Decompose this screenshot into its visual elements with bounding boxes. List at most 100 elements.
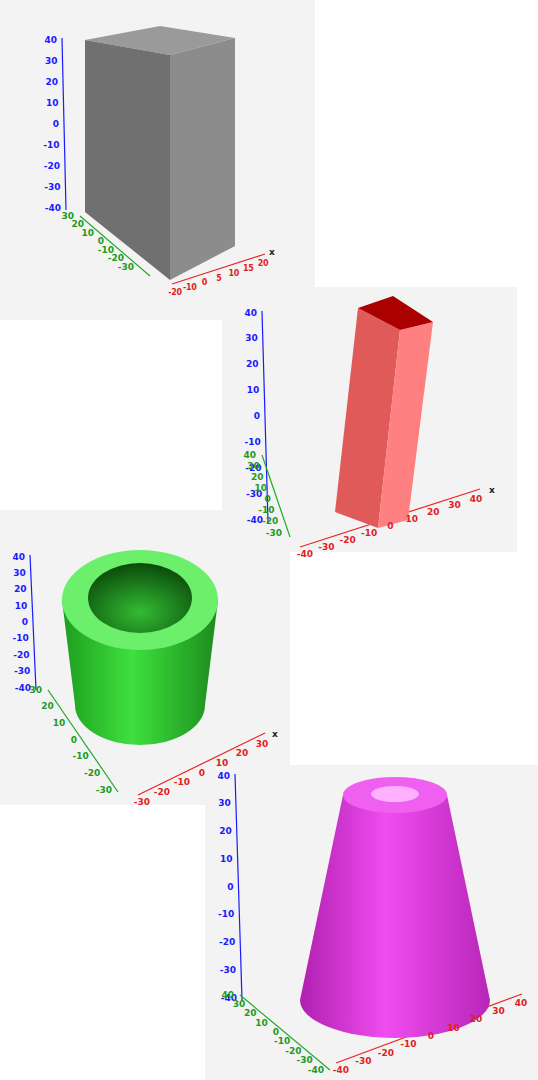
- z-tick-label: 20: [45, 78, 58, 87]
- y-tick-label: 0: [71, 736, 77, 745]
- x-tick-label: 30: [492, 1007, 505, 1016]
- x-tick-label: -10: [400, 1040, 416, 1049]
- box-left: [85, 40, 170, 280]
- z-tick-label: 30: [45, 57, 58, 66]
- cone-hole: [371, 786, 419, 802]
- x-tick-label: -20: [378, 1049, 394, 1058]
- x-tick-label: 30: [448, 501, 461, 510]
- x-tick-label: -30: [134, 798, 150, 807]
- x-tick-label: -30: [318, 543, 334, 552]
- z-tick-label: 30: [245, 334, 258, 343]
- z-tick-label: -10: [244, 438, 260, 447]
- z-tick-label: 40: [44, 36, 57, 45]
- z-tick-label: 20: [246, 360, 259, 369]
- y-tick-label: -10: [72, 752, 88, 761]
- y-tick-label: 20: [251, 473, 264, 482]
- z-tick-label: 20: [14, 585, 27, 594]
- z-tick-label: 40: [217, 772, 230, 781]
- z-tick-label: -20: [44, 162, 60, 171]
- y-tick-label: 10: [81, 229, 94, 238]
- z-tick-label: -10: [218, 910, 234, 919]
- bar-front: [378, 322, 433, 528]
- x-tick-label: 40: [470, 495, 483, 504]
- x-tick-label: 0: [199, 769, 205, 778]
- z-tick-label: -10: [43, 141, 59, 150]
- z-tick-label: -40: [15, 684, 31, 693]
- z-tick-label: 10: [15, 602, 28, 611]
- x-tick-label: -20: [168, 289, 182, 297]
- x-tick-label: -10: [361, 529, 377, 538]
- y-axis: [262, 455, 290, 537]
- z-tick-label: -20: [13, 651, 29, 660]
- y-tick-label: -10: [258, 506, 274, 515]
- z-tick-label: 30: [13, 569, 26, 578]
- y-tick-label: -30: [266, 529, 282, 538]
- z-axis: [62, 38, 66, 210]
- x-tick-label: 0: [387, 522, 393, 531]
- y-tick-label: -30: [118, 263, 134, 272]
- z-tick-label: -20: [219, 938, 235, 947]
- z-tick-label: 0: [227, 883, 233, 892]
- z-tick-label: 20: [219, 827, 232, 836]
- y-tick-label: 30: [247, 462, 260, 471]
- z-tick-label: -10: [12, 634, 28, 643]
- axis-name: x: [489, 486, 495, 495]
- y-tick-label: -20: [262, 517, 278, 526]
- y-tick-label: -20: [84, 769, 100, 778]
- y-tick-label: -30: [96, 786, 112, 795]
- bar-top: [358, 296, 433, 330]
- cone-top: [343, 777, 447, 813]
- y-tick-label: -40: [308, 1066, 324, 1075]
- x-tick-label: 15: [243, 265, 254, 273]
- x-tick-label: -20: [154, 788, 170, 797]
- tube-rim: [62, 550, 218, 650]
- z-tick-label: 0: [22, 618, 28, 627]
- y-tick-label: 20: [244, 1009, 257, 1018]
- z-tick-label: 0: [254, 412, 260, 421]
- panel-ground: [222, 287, 517, 552]
- y-tick-label: 40: [243, 451, 256, 460]
- x-tick-label: 30: [256, 740, 269, 749]
- z-tick-label: 40: [244, 309, 257, 318]
- z-tick-label: -30: [44, 183, 60, 192]
- axis-name: x: [272, 730, 278, 739]
- box-right: [170, 38, 235, 280]
- x-tick-label: 5: [216, 275, 221, 283]
- z-tick-label: -30: [220, 966, 236, 975]
- panel-ground: [0, 0, 315, 320]
- x-tick-label: 0: [202, 279, 207, 287]
- panel-ground: [0, 510, 290, 805]
- y-tick-label: 30: [233, 1000, 246, 1009]
- z-tick-label: -40: [45, 204, 61, 213]
- x-tick-label: -40: [333, 1066, 349, 1075]
- z-tick-label: 30: [218, 799, 231, 808]
- axis-name: x: [269, 248, 275, 257]
- y-tick-label: 0: [265, 495, 271, 504]
- y-tick-label: 30: [29, 686, 42, 695]
- x-tick-label: 20: [236, 749, 249, 758]
- panel-ground: [205, 765, 538, 1080]
- cone-body: [300, 795, 490, 1038]
- y-tick-label: 10: [255, 1019, 268, 1028]
- x-tick-label: -10: [183, 284, 197, 292]
- z-tick-label: -30: [14, 667, 30, 676]
- x-tick-label: 20: [258, 260, 269, 268]
- z-tick-label: 0: [53, 120, 59, 129]
- y-tick-label: 20: [41, 702, 54, 711]
- tube-hole: [88, 563, 192, 633]
- y-tick-label: 40: [221, 991, 234, 1000]
- z-tick-label: -40: [247, 516, 263, 525]
- x-tick-label: 20: [470, 1015, 483, 1024]
- x-tick-label: 10: [216, 759, 229, 768]
- z-tick-label: 10: [46, 99, 59, 108]
- z-tick-label: 40: [12, 553, 25, 562]
- y-tick-label: 10: [255, 484, 268, 493]
- x-tick-label: 10: [228, 270, 239, 278]
- x-tick-label: -10: [174, 778, 190, 787]
- y-tick-label: -30: [296, 1056, 312, 1065]
- x-tick-label: -30: [355, 1057, 371, 1066]
- z-tick-label: 10: [220, 855, 233, 864]
- x-tick-label: 10: [447, 1024, 460, 1033]
